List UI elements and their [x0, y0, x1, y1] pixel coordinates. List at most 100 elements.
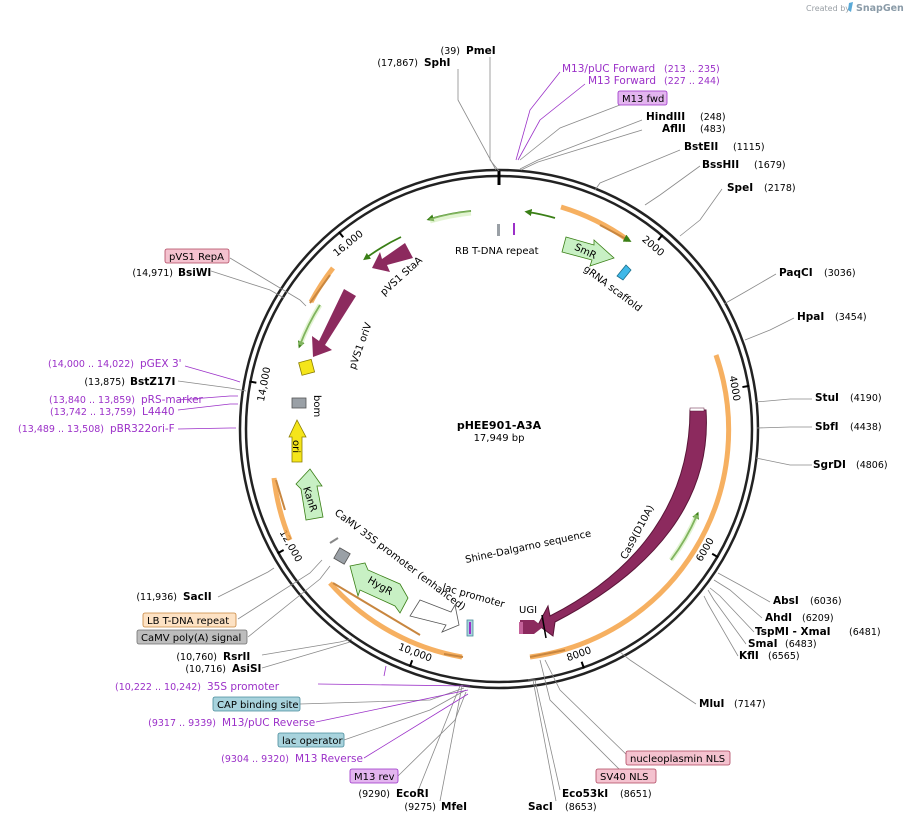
m13-fwd-marker	[513, 223, 515, 235]
tick-label: 14,000	[256, 366, 273, 402]
primer-name-m13-forward[interactable]: M13 Forward	[588, 75, 656, 87]
badge-m13-fwd[interactable]: M13 fwd	[617, 90, 668, 106]
feature-label-grna-scaffold: gRNA scaffold	[581, 264, 643, 315]
kanr-feature-arrow[interactable]	[295, 468, 324, 521]
enzyme-name-smai[interactable]: SmaI	[748, 638, 778, 650]
badge-cap-binding-site[interactable]: CAP binding site	[212, 696, 301, 712]
camv-polya-feature[interactable]	[333, 547, 351, 565]
badge-label-m13-rev: M13 rev	[354, 772, 395, 783]
enzyme-pos-asisi: (10,716)	[185, 664, 226, 675]
cas9-feature-arrow[interactable]	[537, 409, 707, 637]
feature-label-pvs1-oriv: pVS1 oriV	[347, 321, 374, 371]
enzyme-name-tspmi-xmai[interactable]: TspMI - XmaI	[755, 626, 831, 638]
enzyme-pos-bsshii: (1679)	[754, 160, 786, 171]
primer-name-m13-puc-forward[interactable]: M13/pUC Forward	[562, 63, 655, 75]
enzyme-name-pmei[interactable]: PmeI	[466, 45, 496, 57]
badge-pvs1-repa[interactable]: pVS1 RepA	[164, 248, 230, 264]
enzyme-name-rsrii[interactable]: RsrII	[223, 651, 250, 663]
enzyme-name-absi[interactable]: AbsI	[773, 595, 799, 607]
enzyme-name-paqci[interactable]: PaqCI	[779, 267, 813, 279]
enzyme-name-bsteii[interactable]: BstEII	[684, 141, 718, 153]
badge-label-lac-operator: lac operator	[282, 736, 343, 747]
cas9-start-marker	[689, 407, 705, 412]
primer-name-pgex3[interactable]: pGEX 3'	[140, 358, 182, 370]
feature-label-bom: bom	[311, 395, 322, 417]
pvs1-staa-feature-arrow[interactable]	[372, 243, 413, 272]
primer-name-l4440[interactable]: L4440	[142, 406, 175, 418]
ori-feature-arrow[interactable]	[288, 419, 307, 463]
enzyme-name-saci[interactable]: SacI	[528, 801, 553, 813]
feature-label-rb-tdna: RB T-DNA repeat	[455, 246, 539, 257]
enzyme-pos-bsiwi: (14,971)	[132, 268, 173, 279]
badge-lac-operator[interactable]: lac operator	[277, 732, 345, 748]
badge-camv-polya[interactable]: CaMV poly(A) signal	[136, 629, 248, 645]
ugi-boundary-mark	[541, 614, 547, 639]
enzyme-name-sbfi[interactable]: SbfI	[815, 421, 839, 433]
enzyme-name-ecori[interactable]: EcoRI	[396, 788, 429, 800]
enzyme-name-hindiii[interactable]: HindIII	[646, 111, 685, 123]
primer-pos-m13-reverse: (9304 .. 9320)	[221, 754, 289, 765]
enzyme-pos-sphi: (17,867)	[377, 58, 418, 69]
enzyme-name-bstz17i[interactable]: BstZ17I	[130, 376, 175, 388]
primer-leader-lines	[177, 71, 586, 759]
badge-lb-tdna-repeat[interactable]: LB T-DNA repeat	[142, 612, 237, 628]
badge-label-pvs1-repa: pVS1 RepA	[169, 252, 224, 263]
tick-mark	[711, 552, 719, 559]
enzyme-name-asisi[interactable]: AsiSI	[232, 663, 261, 675]
enzyme-name-eco53ki[interactable]: Eco53kI	[562, 788, 608, 800]
badge-m13-rev[interactable]: M13 rev	[349, 768, 399, 784]
camv35s-promoter-arrow[interactable]	[409, 599, 460, 633]
grna-scaffold-feature[interactable]	[616, 264, 632, 281]
primer-name-m13-puc-reverse[interactable]: M13/pUC Reverse	[222, 717, 315, 729]
enzyme-name-mfei[interactable]: MfeI	[441, 801, 467, 813]
bom-feature[interactable]	[291, 397, 307, 409]
badge-leader-lines	[229, 97, 639, 777]
primer-name-35s-promoter[interactable]: 35S promoter	[207, 681, 280, 693]
primer-labels: M13/pUC Forward (213 .. 235) M13 Forward…	[18, 63, 720, 765]
ugi-feature-arrow[interactable]	[520, 620, 543, 634]
enzyme-name-bsshii[interactable]: BssHII	[702, 159, 739, 171]
enzyme-name-sgrdi[interactable]: SgrDI	[813, 459, 846, 471]
enzyme-name-hpai[interactable]: HpaI	[797, 311, 824, 323]
brand-product: SnapGene	[856, 3, 904, 14]
pvs1-oriv-feature-arrow[interactable]	[312, 289, 356, 357]
badge-sv40-nls[interactable]: SV40 NLS	[595, 768, 657, 784]
primer-pos-pgex3: (14,000 .. 14,022)	[48, 359, 134, 370]
enzyme-name-kfli[interactable]: KflI	[739, 650, 759, 662]
enzyme-pos-rsrii: (10,760)	[176, 652, 217, 663]
enzyme-name-sacii[interactable]: SacII	[183, 591, 212, 603]
badge-label-camv-polya: CaMV poly(A) signal	[141, 633, 241, 644]
primer-name-m13-reverse[interactable]: M13 Reverse	[295, 753, 363, 765]
badge-label-nucleoplasmin-nls: nucleoplasmin NLS	[630, 754, 725, 765]
snapgene-logo-icon	[848, 2, 853, 12]
enzyme-name-stui[interactable]: StuI	[815, 392, 839, 404]
enzyme-pos-sbfi: (4438)	[850, 422, 882, 433]
tick-mark	[277, 549, 285, 555]
green-orf-arrows	[297, 209, 699, 561]
enzyme-name-mlui[interactable]: MluI	[699, 698, 724, 710]
tick-label: 2000	[639, 234, 666, 259]
enzyme-pos-aflii: (483)	[700, 124, 726, 135]
enzyme-name-bsiwi[interactable]: BsiWI	[178, 267, 211, 279]
tick-mark	[408, 659, 414, 668]
enzyme-name-sphi[interactable]: SphI	[424, 57, 450, 69]
primer-name-pbr322ori-f[interactable]: pBR322ori-F	[110, 423, 175, 435]
enzyme-pos-ahdi: (6209)	[802, 613, 834, 624]
enzyme-name-spei[interactable]: SpeI	[727, 182, 753, 194]
feature-label-shine-dalgarno: Shine-Dalgarno sequence	[464, 528, 592, 565]
enzyme-pos-sgrdi: (4806)	[856, 460, 888, 471]
enzyme-name-aflii[interactable]: AflII	[662, 123, 686, 135]
enzyme-pos-absi: (6036)	[810, 596, 842, 607]
plasmid-name: pHEE901-A3A	[457, 419, 542, 432]
tick-mark	[338, 231, 345, 238]
tick-mark	[580, 661, 585, 669]
badge-nucleoplasmin-nls[interactable]: nucleoplasmin NLS	[625, 750, 731, 766]
primer-name-prs-marker[interactable]: pRS-marker	[141, 394, 204, 406]
hygr-feature-arrow[interactable]	[349, 562, 409, 614]
smr-feature-arrow[interactable]	[561, 236, 615, 267]
enzyme-name-ahdi[interactable]: AhdI	[765, 612, 792, 624]
badge-label-lb-tdna-repeat: LB T-DNA repeat	[147, 616, 229, 627]
nls-small-marker	[519, 622, 523, 634]
enzyme-pos-mlui: (7147)	[734, 699, 766, 710]
